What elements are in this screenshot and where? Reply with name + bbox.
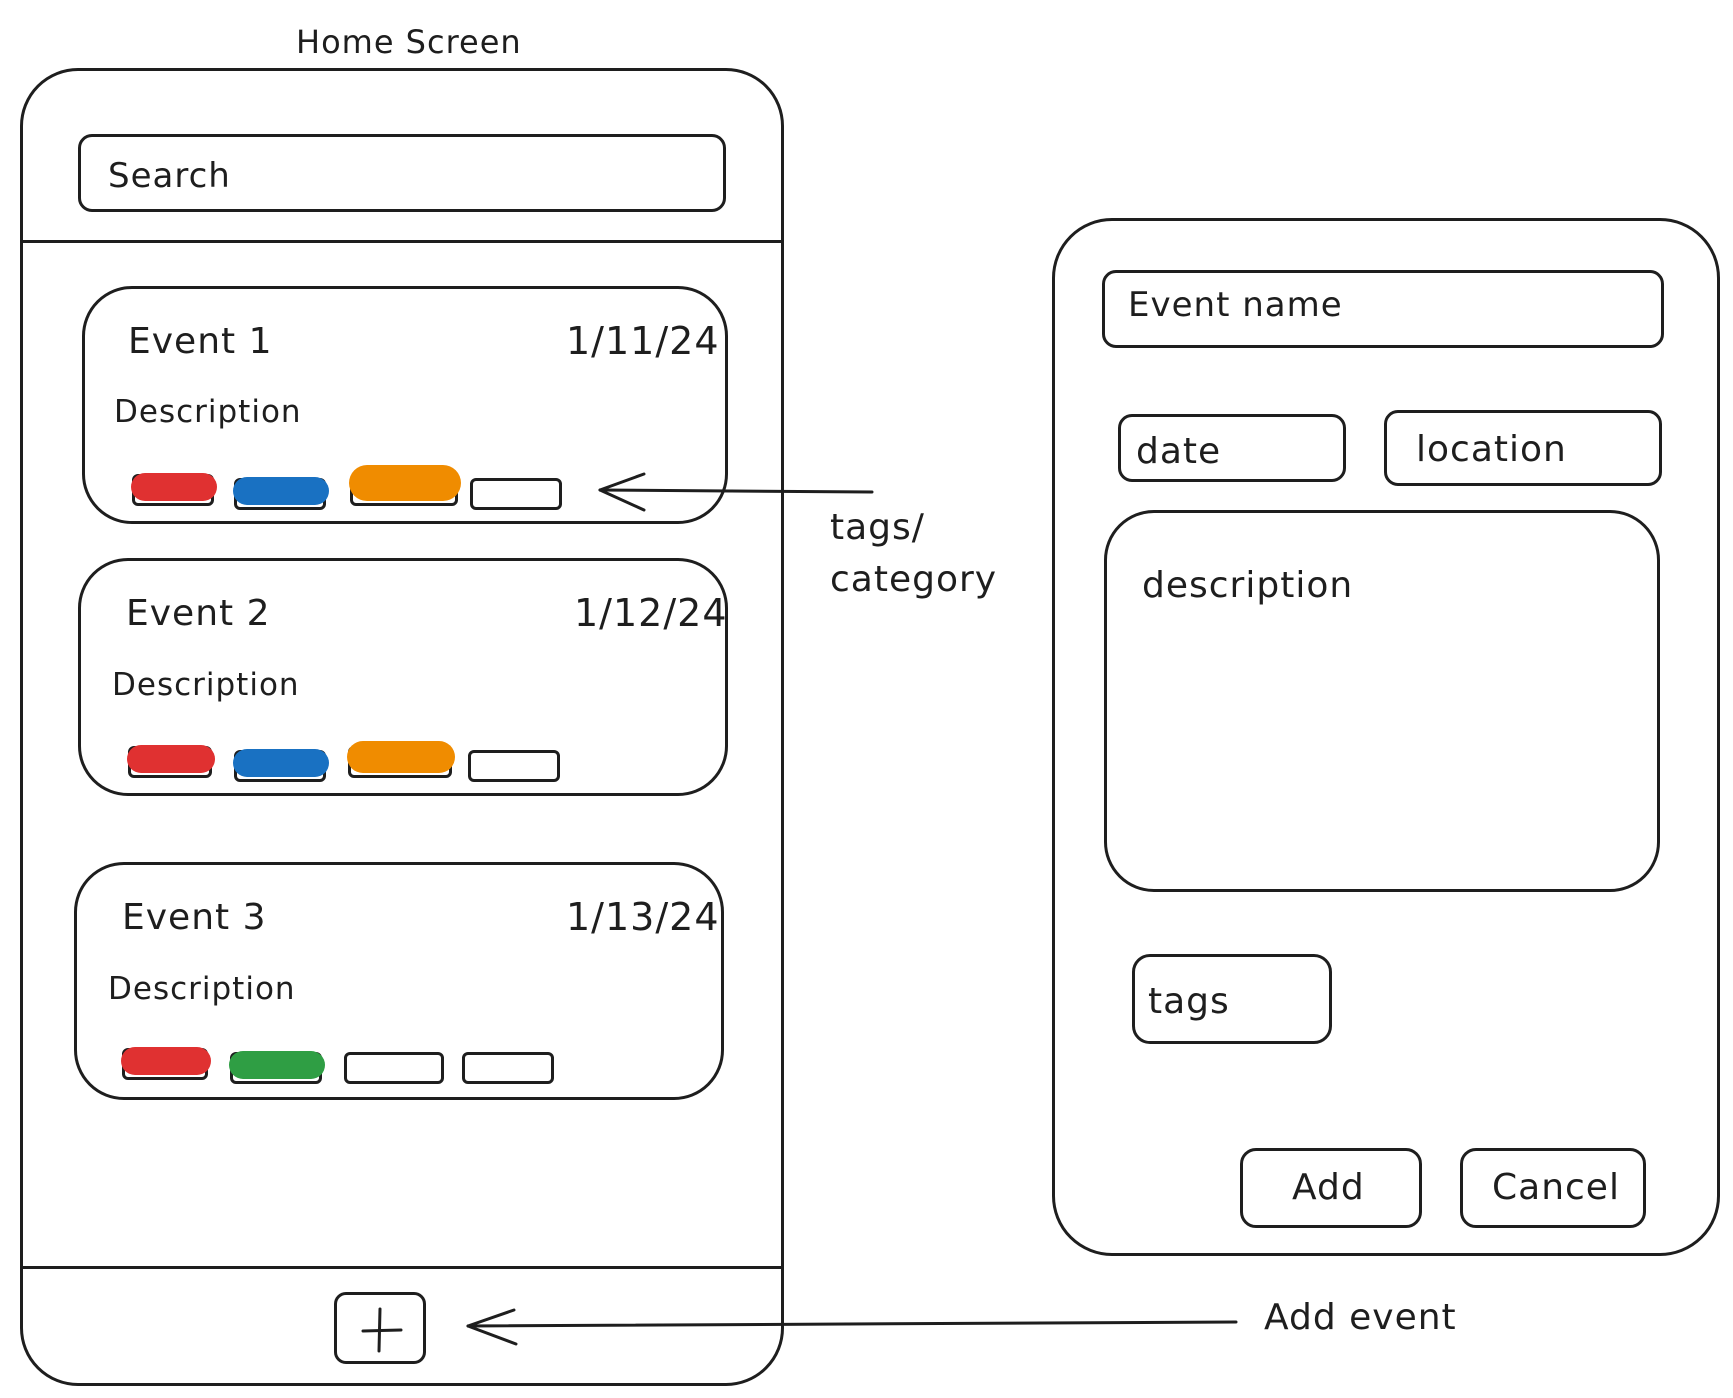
add-event-annotation: Add event [1264, 1297, 1457, 1338]
date-placeholder: date [1136, 431, 1222, 472]
tags-annotation-line1: tags/ [830, 507, 925, 548]
cancel-button[interactable] [1460, 1148, 1646, 1228]
header-divider [20, 240, 784, 243]
tag-chip [121, 1047, 211, 1080]
event-date: 1/13/24 [566, 895, 720, 939]
add-button[interactable] [1240, 1148, 1422, 1228]
tags-arrow [598, 472, 874, 512]
event-date: 1/11/24 [566, 319, 720, 363]
home-screen-frame [20, 68, 784, 1386]
tag-chip [347, 741, 455, 778]
event-name: Event 1 [128, 321, 273, 362]
event-card[interactable] [74, 862, 724, 1100]
event-name-field[interactable] [1102, 270, 1664, 348]
date-field[interactable] [1118, 414, 1346, 482]
cancel-button-label: Cancel [1492, 1167, 1620, 1208]
location-field[interactable] [1384, 410, 1662, 486]
footer-divider [20, 1266, 784, 1269]
tag-chip [349, 465, 461, 506]
event-description: Description [112, 667, 300, 703]
event-card[interactable] [82, 286, 728, 524]
tag-chip [344, 1052, 444, 1084]
event-name-placeholder: Event name [1128, 285, 1343, 325]
tags-field[interactable] [1132, 954, 1332, 1044]
add-event-form-frame [1052, 218, 1720, 1256]
search-input[interactable] [78, 134, 726, 212]
plus-icon [361, 1307, 403, 1353]
add-button-label: Add [1292, 1167, 1365, 1208]
description-field[interactable] [1104, 510, 1660, 892]
description-placeholder: description [1142, 565, 1354, 606]
tag-chip [470, 478, 562, 510]
event-name: Event 3 [122, 897, 267, 938]
tags-placeholder: tags [1148, 981, 1230, 1022]
event-name: Event 2 [126, 593, 271, 634]
tag-chip [233, 749, 329, 782]
event-description: Description [108, 971, 296, 1007]
tag-chip [131, 473, 217, 506]
event-card[interactable] [78, 558, 728, 796]
location-placeholder: location [1416, 429, 1567, 470]
tag-chip [127, 745, 215, 778]
tag-chip [229, 1051, 325, 1084]
search-placeholder: Search [108, 156, 231, 196]
tag-chip [462, 1052, 554, 1084]
add-event-button[interactable] [334, 1292, 426, 1364]
tag-chip [233, 477, 329, 510]
tag-chip [468, 750, 560, 782]
event-description: Description [114, 394, 302, 430]
event-date: 1/12/24 [574, 591, 728, 635]
home-screen-title: Home Screen [296, 23, 522, 61]
add-event-arrow [466, 1308, 1238, 1346]
tags-annotation-line2: category [830, 559, 998, 600]
